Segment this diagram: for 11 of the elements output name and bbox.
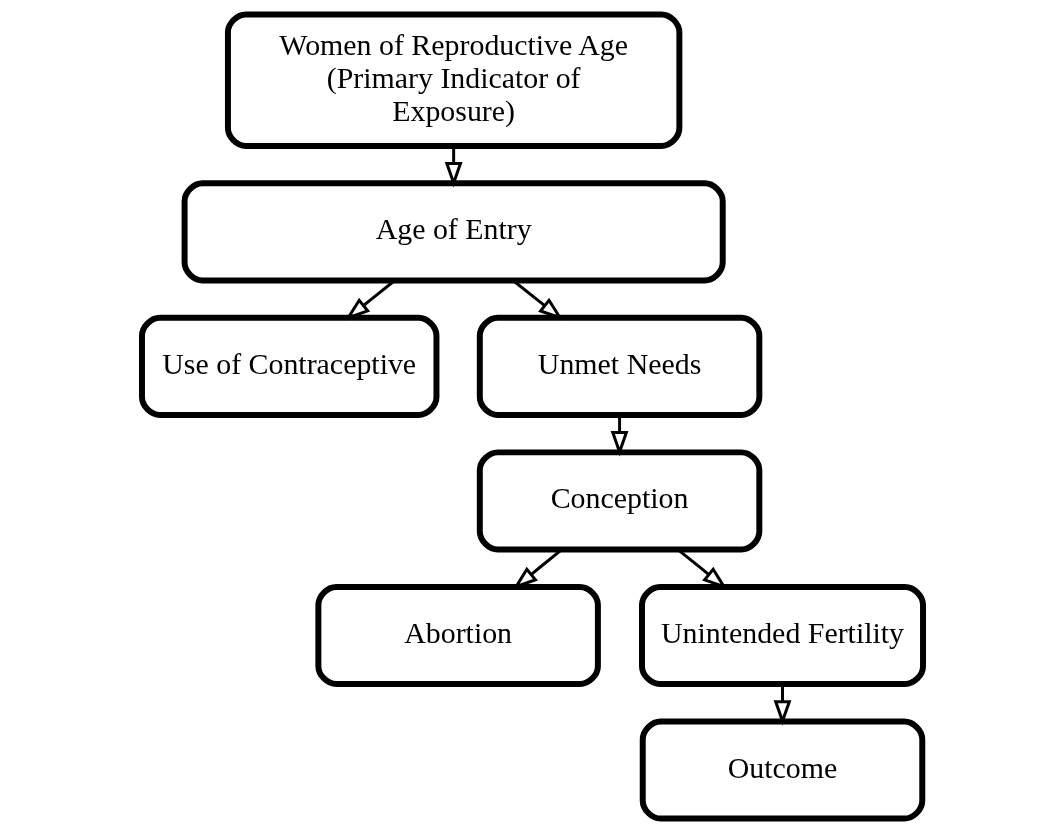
node-box: Abortion xyxy=(314,583,601,688)
node-box: Conception xyxy=(476,449,762,553)
node-box: Age of Entry xyxy=(181,180,726,284)
node-box: Outcome xyxy=(639,718,925,822)
arrow xyxy=(610,415,628,457)
node-box: Use of Contraceptive xyxy=(138,314,439,418)
node-box: Unmet Needs xyxy=(476,314,762,418)
node-box: Women of Reproductive Age (Primary Indicator of Exposure) xyxy=(224,11,682,149)
arrow xyxy=(773,684,791,726)
node-box: Unintended Fertility xyxy=(638,583,926,688)
arrow xyxy=(444,146,463,188)
